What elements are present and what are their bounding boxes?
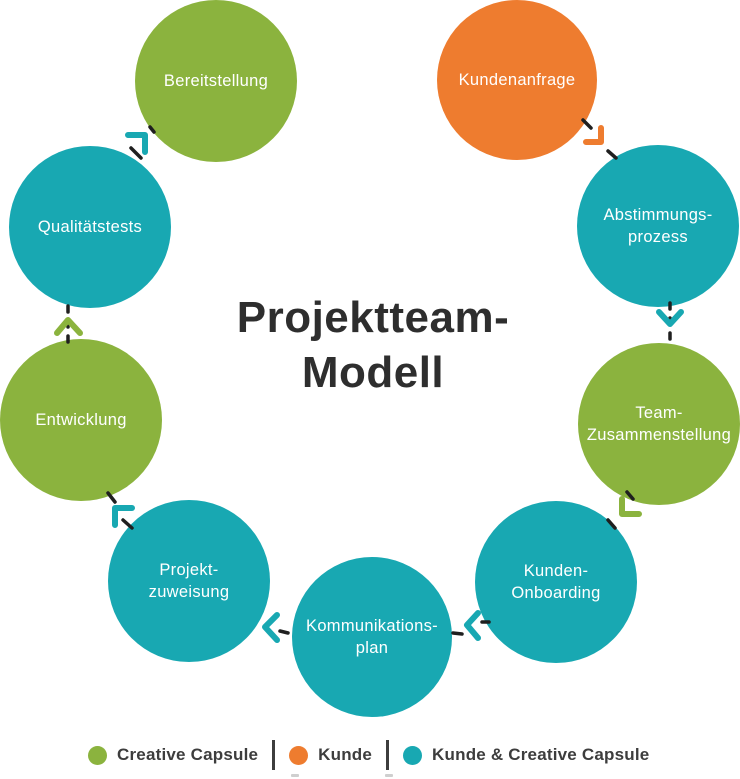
legend-label-creative-capsule: Creative Capsule [117, 745, 259, 764]
arrow-icon-qualitaetstests-to-bereitstellung [125, 125, 156, 160]
legend-dot-orange-icon [289, 745, 309, 765]
arrow-icon-kunden-onboarding-to-kommunikationsplan [451, 610, 491, 641]
step-circle-kundenanfrage: Kundenanfrage [437, 0, 597, 160]
step-label-kunden-onboarding: Kunden- Onboarding [511, 561, 601, 602]
legend: Creative Capsule Kunde Kunde & Creative … [88, 739, 649, 771]
arrow-icon-abstimmungsprozess-to-team-zusammenstellung [656, 301, 684, 343]
legend-item-creative-capsule: Creative Capsule [88, 745, 258, 765]
step-circle-projekt-zuweisung: Projekt- zuweisung [108, 500, 270, 662]
step-circle-qualitaetstests: Qualitätstests [9, 146, 171, 308]
step-circle-kommunikationsplan: Kommunikations- plan [292, 557, 452, 717]
arrow-icon-kommunikationsplan-to-projekt-zuweisung [262, 612, 290, 643]
legend-item-kunde-creative-capsule: Kunde & Creative Capsule [403, 745, 649, 765]
arrow-icon-kundenanfrage-to-abstimmungsprozess [581, 118, 618, 160]
step-circle-abstimmungsprozess: Abstimmungs- prozess [577, 145, 739, 307]
legend-divider [386, 740, 390, 770]
step-label-kommunikationsplan: Kommunikations- plan [306, 616, 438, 657]
legend-label-kunde-creative-capsule: Kunde & Creative Capsule [432, 745, 650, 764]
legend-item-kunde: Kunde [289, 745, 372, 765]
step-circle-kunden-onboarding: Kunden- Onboarding [475, 501, 637, 663]
step-label-bereitstellung: Bereitstellung [163, 71, 269, 90]
cropped-content-mark [385, 774, 393, 777]
step-label-abstimmungsprozess: Abstimmungs- prozess [603, 205, 713, 246]
diagram-title: Projektteam- Modell [236, 293, 510, 397]
arrow-icon-team-zusammenstellung-to-kunden-onboarding [606, 490, 642, 530]
arrow-icon-entwicklung-to-qualitaetstests [54, 304, 83, 347]
step-label-team-zusammenstellung: Team- Zusammenstellung [586, 403, 732, 444]
step-circle-bereitstellung: Bereitstellung [135, 0, 297, 162]
step-circle-team-zusammenstellung: Team- Zusammenstellung [578, 343, 740, 505]
arrow-icon-projekt-zuweisung-to-entwicklung [106, 491, 135, 530]
step-label-qualitaetstests: Qualitätstests [37, 217, 143, 236]
legend-label-kunde: Kunde [318, 745, 373, 764]
legend-dot-green-icon [88, 745, 107, 765]
step-label-entwicklung: Entwicklung [35, 410, 127, 429]
step-circle-entwicklung: Entwicklung [0, 339, 162, 501]
step-label-kundenanfrage: Kundenanfrage [458, 70, 576, 89]
legend-divider [272, 740, 276, 770]
step-label-projekt-zuweisung: Projekt- zuweisung [148, 560, 230, 601]
legend-dot-teal-icon [403, 745, 423, 765]
cropped-content-mark [291, 774, 299, 777]
